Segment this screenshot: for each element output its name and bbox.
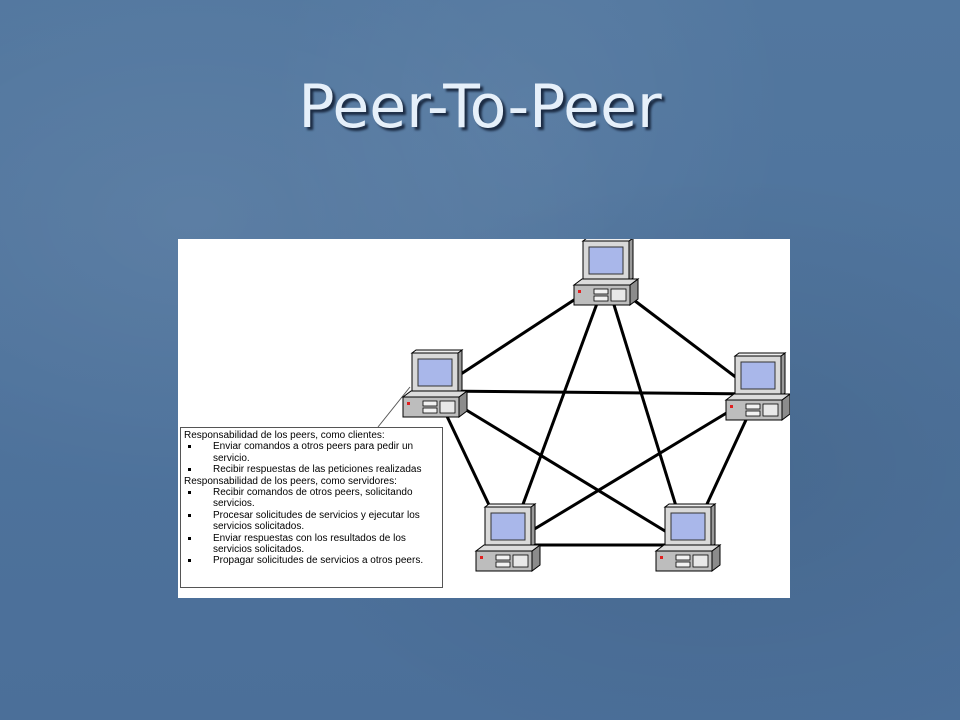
list-item: Recibir comandos de otros peers, solicit… [184,487,442,510]
connection-line [507,392,759,547]
responsibilities-callout: Responsabilidad de los peers, como clien… [180,427,443,588]
slide-title: Peer-To-Peer [298,72,662,142]
client-list: Enviar comandos a otros peers para pedir… [184,441,442,475]
peer-computer-icon [474,503,542,572]
list-item: Recibir respuestas de las peticiones rea… [184,464,442,475]
connection-line [434,389,759,396]
p2p-diagram: Responsabilidad de los peers, como clien… [178,239,790,598]
list-item: Procesar solicitudes de servicios y ejec… [184,510,442,533]
list-item: Enviar comandos a otros peers para pedir… [184,441,442,464]
connection-line [506,278,608,546]
peer-computer-icon [572,239,640,306]
list-item: Propagar solicitudes de servicios a otro… [184,555,442,566]
callout-leader-line [377,386,411,428]
server-list: Recibir comandos de otros peers, solicit… [184,487,442,567]
server-heading: Responsabilidad de los peers, como servi… [184,475,397,487]
client-heading: Responsabilidad de los peers, como clien… [184,430,385,441]
peer-computer-icon [654,503,722,572]
network-graph [377,239,790,572]
peer-computer-icon [724,352,790,421]
peer-computer-icon [401,349,469,418]
list-item: Enviar respuestas con los resultados de … [184,533,442,556]
connection-line [434,389,689,547]
connection-line [604,278,690,546]
